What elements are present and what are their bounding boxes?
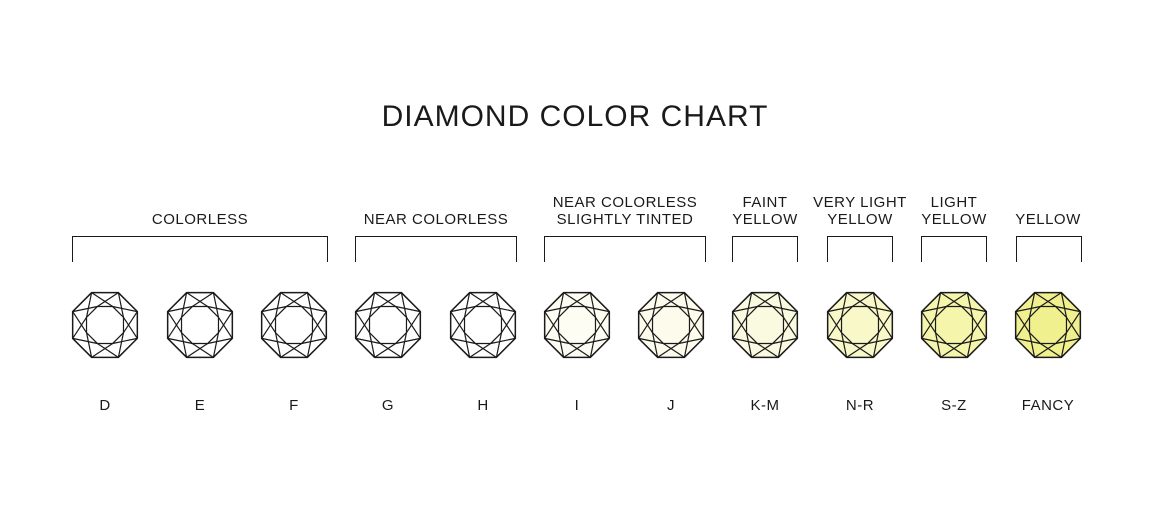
group-label-line2: YELLOW xyxy=(827,211,893,228)
bracket-near-colorless xyxy=(355,236,517,262)
group-label-line2: YELLOW xyxy=(1015,211,1081,228)
grade-label: FANCY xyxy=(1021,397,1075,414)
group-label-faint-yellow: FAINT YELLOW xyxy=(715,194,815,228)
group-label-line1: NEAR COLORLESS xyxy=(552,194,698,211)
bracket-light-yellow xyxy=(921,236,987,262)
grade-label: H xyxy=(477,397,489,414)
group-label-line1: LIGHT xyxy=(930,194,978,211)
diamond-icon xyxy=(260,291,328,359)
group-label-line1: VERY LIGHT xyxy=(813,194,907,211)
bracket-slightly-tinted xyxy=(544,236,706,262)
diamond-icon xyxy=(920,291,988,359)
group-label-line2: SLIGHTLY TINTED xyxy=(556,211,694,228)
group-label-near-colorless: NEAR COLORLESS xyxy=(355,194,517,228)
group-label-line2: YELLOW xyxy=(732,211,798,228)
group-label-light-yellow: LIGHT YELLOW xyxy=(904,194,1004,228)
grade-label: D xyxy=(99,397,111,414)
bracket-yellow xyxy=(1016,236,1082,262)
group-label-yellow: YELLOW xyxy=(998,194,1098,228)
diamond-icon xyxy=(71,291,139,359)
bracket-faint-yellow xyxy=(732,236,798,262)
group-label-very-light-yellow: VERY LIGHT YELLOW xyxy=(805,194,915,228)
diamond-icon xyxy=(354,291,422,359)
chart-title: DIAMOND COLOR CHART xyxy=(381,100,769,133)
bracket-colorless xyxy=(72,236,328,262)
grade-label: K-M xyxy=(750,397,780,414)
grade-label: N-R xyxy=(845,397,875,414)
group-label-line1 xyxy=(355,194,517,211)
diamond-icon xyxy=(637,291,705,359)
group-label-slightly-tinted: NEAR COLORLESS SLIGHTLY TINTED xyxy=(544,194,706,228)
group-label-colorless: COLORLESS xyxy=(72,194,328,228)
group-label-line2: NEAR COLORLESS xyxy=(363,211,509,228)
grade-label: I xyxy=(574,397,580,414)
group-label-line2: YELLOW xyxy=(921,211,987,228)
diamond-icon xyxy=(731,291,799,359)
grade-label: J xyxy=(667,397,675,414)
diamond-icon xyxy=(826,291,894,359)
grade-label: G xyxy=(381,397,395,414)
group-label-line2: COLORLESS xyxy=(151,211,249,228)
diamond-icon xyxy=(543,291,611,359)
diamond-icon xyxy=(166,291,234,359)
group-label-line1 xyxy=(998,194,1098,211)
group-label-line1: FAINT xyxy=(742,194,788,211)
grade-label: E xyxy=(194,397,206,414)
bracket-very-light-yellow xyxy=(827,236,893,262)
diamond-icon xyxy=(1014,291,1082,359)
diamond-icon xyxy=(449,291,517,359)
group-label-line1 xyxy=(72,194,328,211)
grade-label: S-Z xyxy=(941,397,967,414)
grade-label: F xyxy=(289,397,299,414)
